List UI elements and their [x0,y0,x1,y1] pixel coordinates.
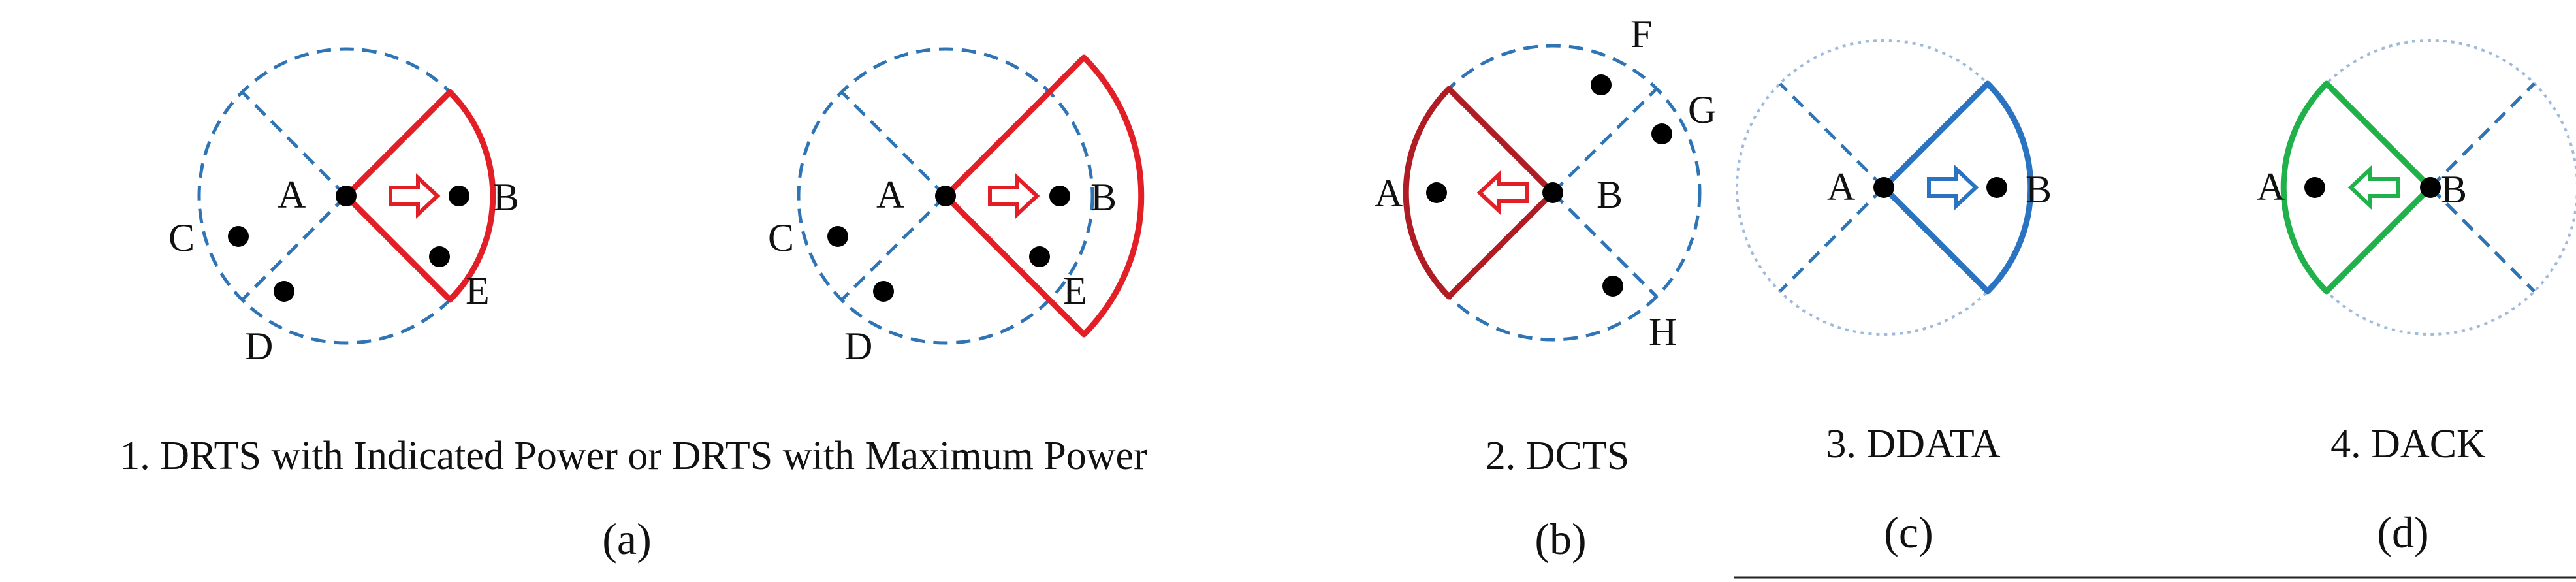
transmission-sector [1881,80,2034,295]
caption-d: 4. DACK [2330,422,2486,466]
node-a-dot [935,186,956,206]
node-d-dot [274,281,294,302]
node-a-dot [1873,177,1894,198]
node-b-label: B [1597,173,1623,216]
node-e-label: E [466,269,490,312]
panel-c: A B [1736,39,2052,336]
left-arrow-icon [2347,165,2400,210]
transmission-sector [942,54,1145,338]
node-c-label: C [168,216,195,259]
node-e-label: E [1063,269,1087,312]
transmission-sector [1403,86,1556,300]
sector-boundary [241,195,347,301]
node-g-dot [1651,123,1672,144]
node-b-label: B [2026,168,2052,211]
sector-boundary [840,91,947,197]
node-h-dot [1602,276,1623,297]
node-a-label: A [876,173,904,216]
sector-boundary [241,91,347,197]
node-c-dot [827,226,848,247]
node-a-dot [1426,182,1447,203]
caption-a: 1. DRTS with Indicated Power or DRTS wit… [119,434,1147,478]
sublabel-b: (b) [1534,514,1586,564]
panel-b: A B F G H [1375,12,1716,353]
node-e-dot [429,246,450,267]
node-f-dot [1591,74,1612,95]
node-d-dot [873,281,894,302]
transmission-sector [343,89,496,303]
sector-boundary [840,195,947,301]
node-b-dot [449,186,469,206]
sublabel-a: (a) [602,514,651,564]
right-arrow-icon [988,173,1040,219]
node-b-dot [2420,177,2441,198]
caption-b: 2. DCTS [1486,434,1629,478]
right-arrow-icon [389,173,441,219]
node-a-label: A [278,173,306,216]
sector-boundary [1779,82,1885,189]
node-e-dot [1029,246,1050,267]
node-d-label: D [844,325,872,368]
node-a-label: A [2257,165,2285,208]
sublabel-c: (c) [1884,508,1933,557]
node-b-label: B [1090,176,1117,219]
panel-a2: A B C D E [768,47,1145,368]
node-d-label: D [245,325,273,368]
node-a-label: A [1375,172,1403,215]
node-b-dot [1049,186,1070,206]
range-circle [797,47,1094,345]
node-c-label: C [768,216,794,259]
node-a-dot [336,186,357,206]
sector-boundary [2429,186,2536,293]
node-h-label: H [1649,310,1677,353]
node-f-label: F [1630,12,1652,56]
node-g-label: G [1688,88,1716,131]
node-b-label: B [2441,168,2467,211]
node-b-label: B [493,176,519,219]
node-b-dot [1986,177,2007,198]
node-a-dot [2304,177,2325,198]
panel-d: A B [2257,39,2576,336]
sublabel-d: (d) [2377,508,2428,557]
sector-boundary [2429,82,2536,189]
right-arrow-icon [1927,165,1979,210]
node-c-dot [228,226,249,247]
node-b-dot [1542,182,1563,203]
caption-c: 3. DDATA [1826,422,2000,466]
sector-boundary [1551,191,1658,298]
left-arrow-icon [1476,170,1529,216]
panel-a1: A B C D E [168,47,519,368]
range-circle [2282,39,2576,336]
sector-boundary [1551,88,1658,194]
sector-boundary [1779,186,1885,293]
transmission-sector [2280,80,2434,295]
node-a-label: A [1827,165,1855,208]
